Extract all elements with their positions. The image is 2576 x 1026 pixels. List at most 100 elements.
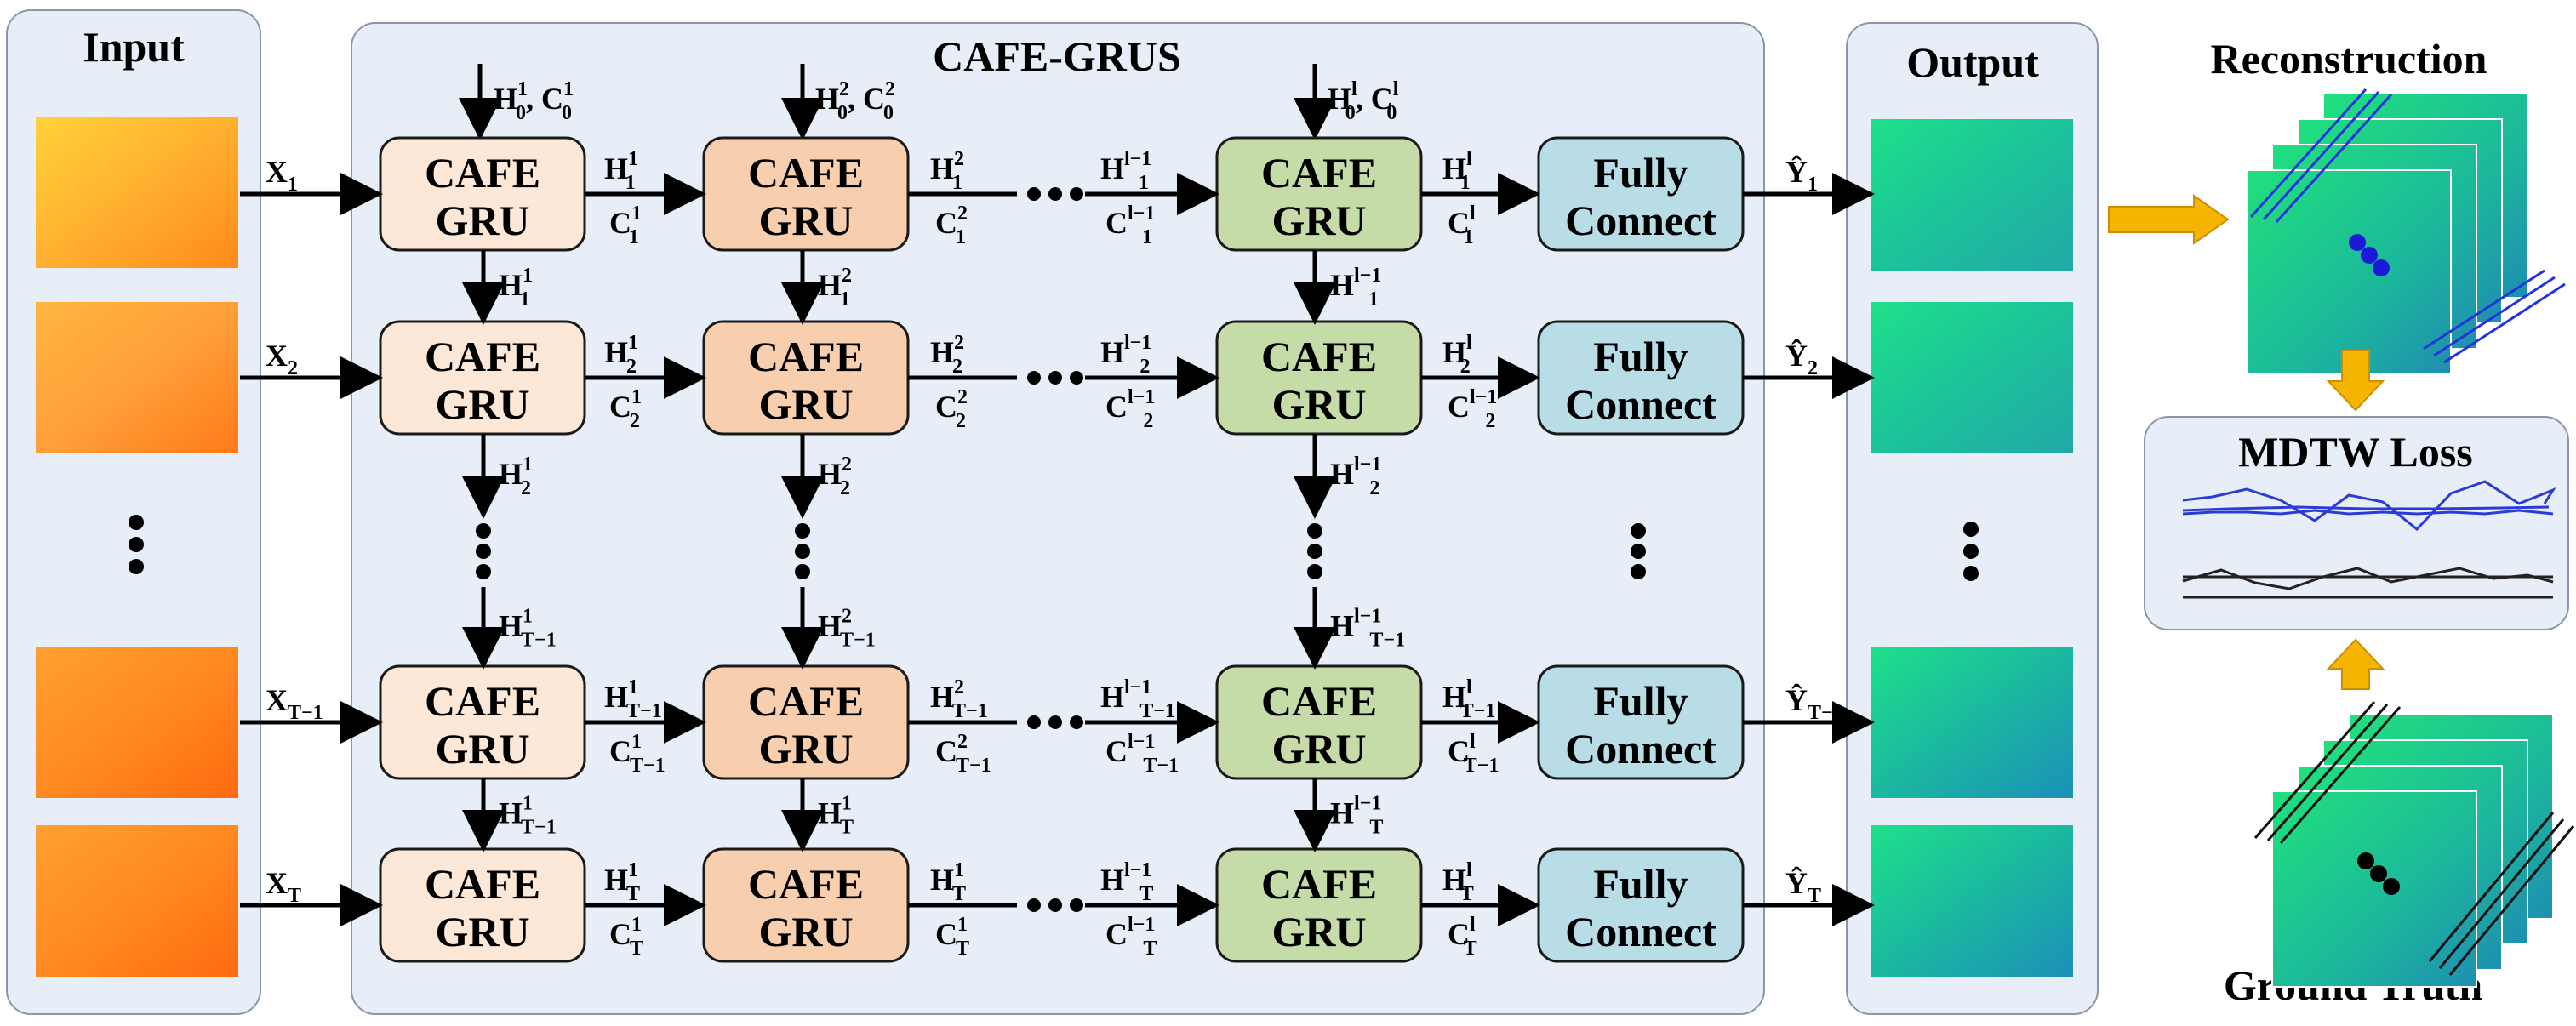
block-label-line2: GRU [435,725,529,772]
yellow-arrows [2108,194,2385,690]
output-symbol: ŶT [1785,866,1821,907]
sequence-dot [1027,371,1041,385]
block-label-line2: Connect [1565,380,1716,428]
block-label-line1: CAFE [748,149,864,197]
block-label-line2: GRU [435,908,529,955]
block-label-line1: CAFE [425,333,540,380]
output-symbol: Ŷ2 [1785,339,1818,379]
block-label-line2: GRU [758,380,853,428]
sequence-dot [1048,187,1062,201]
input-symbol: XT [266,866,301,907]
output-image-2 [1871,302,2073,453]
output-symbol: Ŷ1 [1785,155,1818,196]
block-label-line2: GRU [435,380,529,428]
block-label-line2: GRU [1271,908,1366,955]
block-label-line2: Connect [1565,725,1716,772]
block-label-line2: GRU [758,725,853,772]
block-label-line1: Fully [1593,860,1688,908]
to-reconstruction-arrow [2108,194,2230,245]
block-label-line1: Fully [1593,677,1688,725]
output-image-t-1 [1871,647,2073,798]
output-symbol: ŶT−1 [1785,683,1843,724]
middle-ellipses [476,523,1646,579]
sequence-dot [1048,715,1062,729]
mdtw-loss-plot [2182,480,2556,599]
to-loss-arrow [2326,350,2385,412]
initial-state-arrows [459,64,1336,140]
loss-title: MDTW Loss [2238,428,2473,476]
sequence-dot [1027,898,1041,912]
input-ellipsis [129,515,144,574]
sequence-dot [1070,187,1083,201]
block-label-line1: CAFE [1261,149,1377,197]
sequence-dot [1027,187,1041,201]
block-label-line1: CAFE [425,677,540,725]
input-symbol: XT−1 [266,683,323,724]
block-label-line2: GRU [1271,380,1366,428]
block-label-line1: CAFE [1261,333,1377,380]
sequence-dot [1070,898,1083,912]
sequence-dot [1027,715,1041,729]
block-label-line1: CAFE [1261,860,1377,908]
input-image-t [36,825,238,977]
block-label-line2: GRU [1271,725,1366,772]
ground-truth-stack [2253,701,2575,988]
sequence-dot [1070,371,1083,385]
output-ellipsis [1963,522,1979,581]
block-label-line1: CAFE [748,677,864,725]
from-ground-truth-arrow [2326,638,2385,690]
sequence-dot [1048,371,1062,385]
block-label-line2: GRU [758,197,853,244]
block-label-line1: Fully [1593,333,1688,380]
